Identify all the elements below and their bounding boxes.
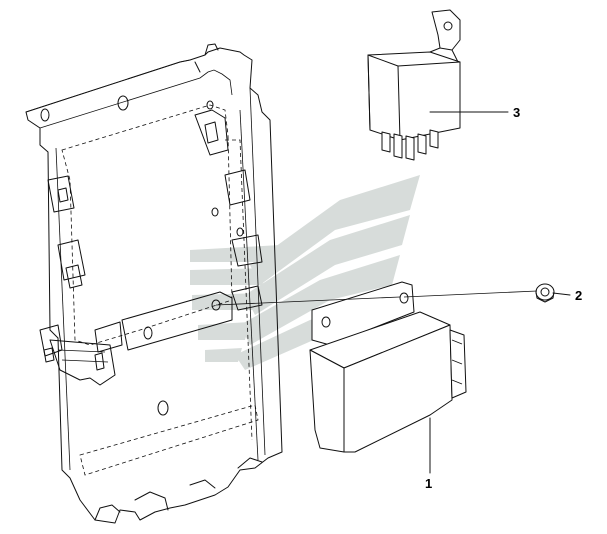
relay-part bbox=[367, 9, 461, 161]
mounting-bracket-plate bbox=[25, 43, 283, 524]
nut-part bbox=[535, 283, 555, 303]
callout-2: 2 bbox=[575, 288, 582, 303]
control-module-part bbox=[309, 281, 467, 453]
callout-1: 1 bbox=[425, 476, 432, 491]
assembly-lines bbox=[215, 111, 571, 474]
callout-3: 3 bbox=[513, 105, 520, 120]
